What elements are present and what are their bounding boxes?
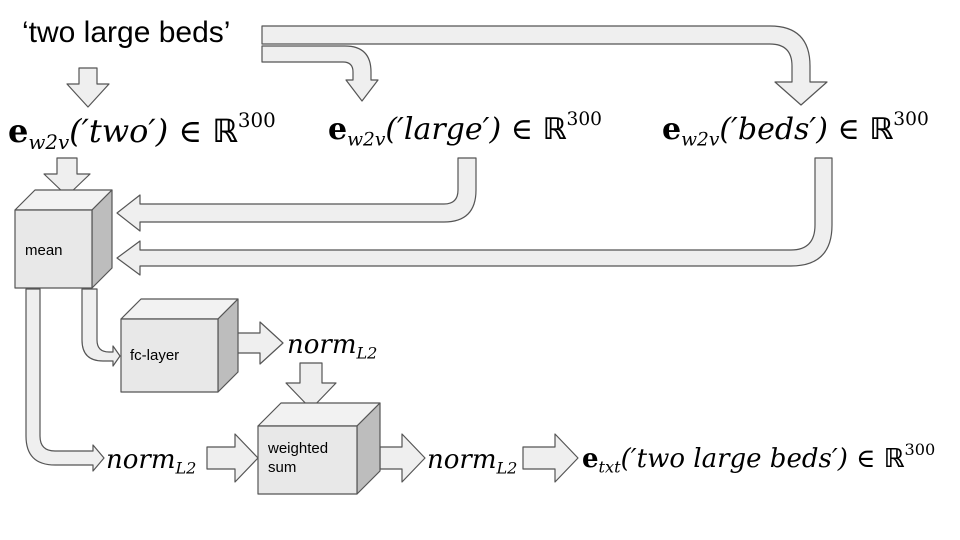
- output-symbol: e: [582, 444, 599, 475]
- norm-label-left: normL2: [106, 447, 196, 477]
- arrow-mean-to-norm: [25, 288, 105, 472]
- embedding-two-symbol: e: [8, 111, 29, 150]
- output-embedding: etxt(′two large beds′) ∈ ℝ300: [582, 440, 936, 477]
- embedding-large-element-of: ∈: [510, 111, 533, 147]
- norm-label-right: normL2: [427, 447, 517, 477]
- embedding-beds-symbol: e: [662, 111, 682, 147]
- norm-right-sub: L2: [496, 458, 518, 478]
- arrow-norm-to-weighted-left: [206, 433, 259, 483]
- norm-right-base: norm: [427, 445, 497, 475]
- embedding-beds-argument: (′beds′): [719, 111, 828, 147]
- embedding-large: ew2v(′large′) ∈ ℝ300: [328, 109, 603, 151]
- embedding-two-dim: 300: [237, 109, 276, 132]
- weighted-sum-box: [257, 402, 381, 495]
- arrow-large-to-mean: [116, 157, 477, 232]
- arrow-phrase-to-two: [66, 67, 110, 108]
- embedding-beds-space: ℝ: [869, 111, 894, 147]
- mean-label: mean: [25, 242, 63, 259]
- arrow-phrase-to-beds: [261, 25, 828, 106]
- embedding-large-dim: 300: [566, 109, 603, 130]
- output-dim: 300: [904, 440, 936, 459]
- weighted-sum-label-line2: sum: [268, 458, 297, 476]
- output-element-of: ∈: [856, 444, 876, 475]
- arrow-fc-to-norm: [235, 321, 284, 365]
- embedding-beds-subscript: w2v: [681, 129, 720, 151]
- fc-layer-label: fc-layer: [130, 347, 180, 364]
- embedding-beds-element-of: ∈: [837, 111, 860, 147]
- norm-upper-sub: L2: [356, 343, 378, 363]
- input-phrase: ‘two large beds’: [22, 16, 231, 49]
- output-space: ℝ: [883, 444, 905, 475]
- arrow-phrase-to-large: [261, 45, 379, 102]
- embedding-beds: ew2v(′beds′) ∈ ℝ300: [662, 109, 929, 151]
- embedding-large-symbol: e: [328, 111, 348, 147]
- embedding-two-space: ℝ: [212, 111, 238, 150]
- weighted-sum-label-line1: weighted: [268, 440, 329, 457]
- mean-box: [14, 189, 113, 289]
- arrow-norm-to-output: [522, 433, 579, 483]
- norm-upper-base: norm: [287, 330, 357, 360]
- norm-left-base: norm: [106, 445, 176, 475]
- embedding-two-element-of: ∈: [178, 111, 203, 150]
- arrow-weighted-to-norm: [379, 433, 426, 483]
- embedding-two-argument: (′two′): [69, 111, 169, 150]
- arrow-mean-to-fc: [81, 288, 121, 367]
- embedding-two: ew2v(′two′) ∈ ℝ300: [8, 111, 276, 153]
- arrow-beds-to-mean: [116, 157, 833, 276]
- output-subscript: txt: [598, 457, 621, 477]
- norm-label-upper: normL2: [287, 332, 377, 362]
- embedding-large-argument: (′large′): [385, 111, 502, 147]
- embedding-beds-dim: 300: [893, 109, 929, 130]
- arrow-norm-to-weighted: [285, 362, 337, 410]
- fc-layer-box: [120, 298, 239, 393]
- output-argument: (′two large beds′): [620, 444, 848, 475]
- arrow-two-to-mean: [43, 157, 91, 197]
- embedding-large-space: ℝ: [542, 111, 567, 147]
- norm-left-sub: L2: [175, 458, 197, 478]
- embedding-large-subscript: w2v: [347, 129, 386, 151]
- embedding-two-subscript: w2v: [28, 130, 70, 154]
- weighted-sum-label: weighted sum: [268, 440, 328, 478]
